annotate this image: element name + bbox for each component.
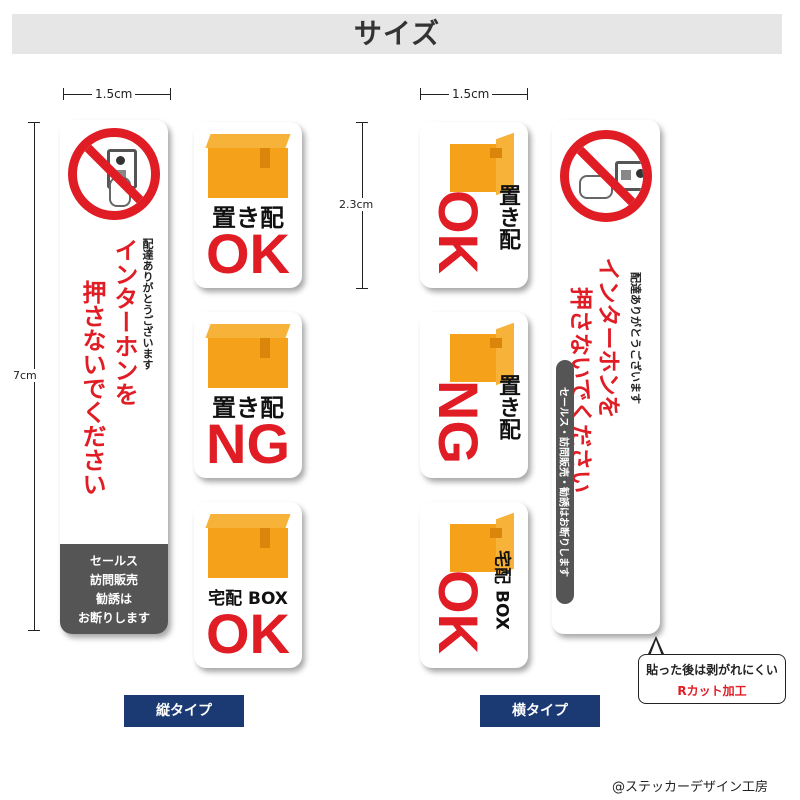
status-wrap: OK — [427, 182, 490, 282]
package-icon — [450, 512, 514, 576]
package-label: 宅配 BOX — [208, 589, 288, 609]
dim-label-width-right: 1.5cm — [449, 87, 493, 101]
status-wrap: OK — [427, 562, 490, 662]
r-cut-callout: 貼った後は剥がれにくい Rカット加工 — [638, 654, 786, 704]
package-icon — [450, 322, 514, 386]
horizontal-takuhai-box-ok-sticker: 宅配 BOX OK — [420, 502, 528, 668]
package-status: OK — [427, 570, 490, 654]
package-status: OK — [206, 222, 290, 285]
package-label: 置き配 — [495, 374, 520, 440]
copyright: @ステッカーデザイン工房 — [612, 780, 769, 795]
package-label: 宅配 BOX — [491, 550, 512, 630]
package-status: NG — [206, 412, 290, 475]
package-icon — [205, 324, 291, 388]
type-badge-vertical: 縦タイプ — [124, 695, 244, 727]
package-label: 置き配 — [212, 204, 284, 232]
package-status: NG — [427, 380, 490, 464]
type-badge-horizontal: 横タイプ — [480, 695, 600, 727]
package-icon — [205, 514, 291, 578]
callout-pointer-fill — [650, 640, 662, 656]
main-text-line2: 押さないでください — [78, 280, 106, 496]
dim-tick — [356, 288, 368, 289]
horizontal-intercom-sticker: 配達ありがとうございます インターホンを 押さないでください セールス・訪問販売… — [552, 120, 660, 634]
strip-text: セールス・訪問販売・勧誘はお断りします — [557, 387, 569, 577]
dim-tick — [527, 88, 528, 100]
main-text-line1: インターホンを — [110, 238, 138, 406]
panel-line: お断りします — [77, 611, 150, 625]
sales-refusal-panel: セールス 訪問販売 勧誘は お断りします — [60, 544, 168, 634]
callout-line1: 貼った後は剥がれにくい — [646, 663, 778, 677]
package-icon — [450, 132, 514, 196]
page-title: サイズ — [353, 17, 441, 50]
dim-label-height-right: 2.3cm — [336, 198, 377, 211]
no-intercom-icon — [560, 130, 652, 222]
no-intercom-icon — [68, 128, 160, 220]
panel-line: 訪問販売 — [89, 573, 138, 587]
callout-line2: Rカット加工 — [677, 684, 747, 698]
package-icon — [205, 134, 291, 198]
tall-intercom-sticker: 配達ありがとうございます インターホンを 押さないでください セールス 訪問販売… — [60, 120, 168, 634]
sales-refusal-strip: セールス・訪問販売・勧誘はお断りします — [556, 360, 574, 604]
package-label: 置き配 — [495, 184, 520, 250]
main-wrap-1: インターホンを — [595, 238, 626, 438]
status-wrap: NG — [427, 372, 490, 472]
panel-line: セールス — [89, 554, 138, 568]
package-label: 置き配 — [212, 394, 284, 422]
thanks-text: 配達ありがとうございます — [141, 238, 154, 370]
vertical-okihai-ng-sticker: 置き配 NG — [194, 312, 302, 478]
dim-label-width-left: 1.5cm — [92, 87, 136, 101]
package-status: OK — [427, 190, 490, 274]
dim-tick — [28, 630, 40, 631]
thanks-text: 配達ありがとうございます — [629, 272, 642, 404]
label-wrap: 宅配 BOX — [486, 520, 522, 660]
horizontal-okihai-ng-sticker: 置き配 NG — [420, 312, 528, 478]
dim-tick — [170, 88, 171, 100]
dim-label-height-left: 7cm — [10, 369, 40, 382]
vertical-takuhai-box-ok-sticker: 宅配 BOX OK — [194, 502, 302, 668]
panel-line: 勧誘は — [95, 592, 132, 606]
package-status: OK — [206, 602, 290, 665]
title-bar — [12, 14, 782, 54]
horizontal-okihai-ok-sticker: 置き配 OK — [420, 122, 528, 288]
vertical-okihai-ok-sticker: 置き配 OK — [194, 122, 302, 288]
